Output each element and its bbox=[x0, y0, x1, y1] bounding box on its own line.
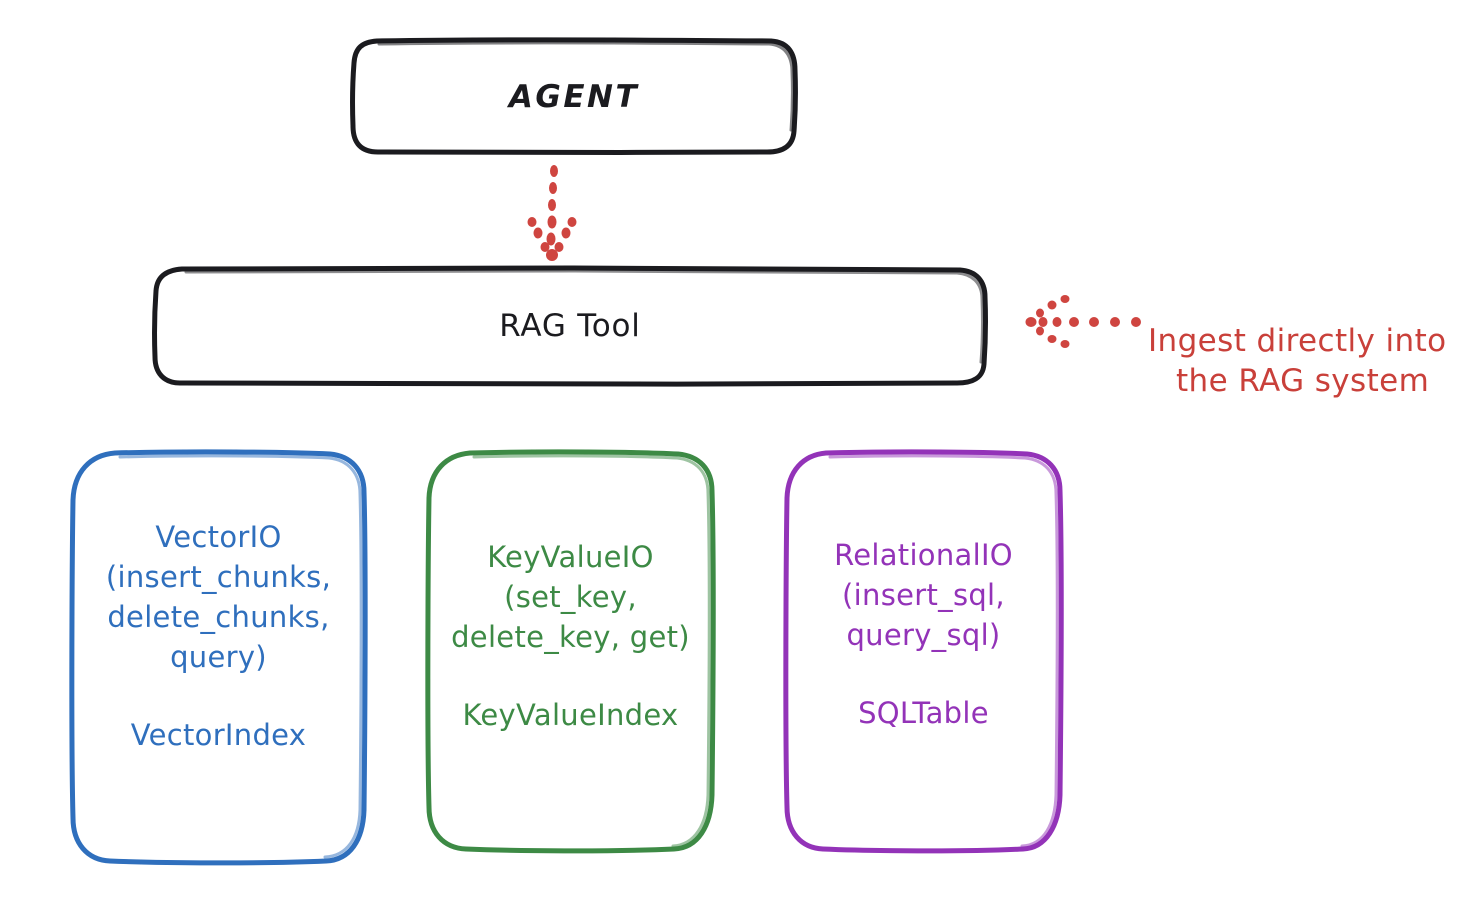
ingest-annotation-line-2: the RAG system bbox=[1176, 363, 1430, 399]
key-value-index-label: KeyValueIndex bbox=[462, 697, 679, 732]
vector-io-api-label: VectorIO (insert_chunks, delete_chunks, … bbox=[105, 519, 332, 674]
vector-io-node[interactable]: VectorIO (insert_chunks, delete_chunks, … bbox=[72, 452, 365, 863]
agent-to-rag-tool-arrow bbox=[527, 165, 577, 261]
vector-index-label: VectorIndex bbox=[130, 717, 307, 752]
key-value-io-node[interactable]: KeyValueIO (set_key, delete_key, get) Ke… bbox=[428, 452, 713, 851]
key-value-io-node-body: KeyValueIO (set_key, delete_key, get) Ke… bbox=[428, 537, 713, 735]
agent-node-label: AGENT bbox=[508, 78, 640, 115]
relational-io-api-label: RelationalIO (insert_sql, query_sql) bbox=[834, 537, 1013, 652]
ingest-annotation: Ingest directly into the RAG system bbox=[1148, 281, 1478, 441]
ingest-dotted-arrow bbox=[1025, 295, 1141, 348]
relational-io-node-body: RelationalIO (insert_sql, query_sql) SQL… bbox=[786, 535, 1061, 733]
vector-io-node-body: VectorIO (insert_chunks, delete_chunks, … bbox=[72, 517, 365, 755]
ingest-annotation-line-1: Ingest directly into bbox=[1148, 323, 1447, 359]
rag-tool-node[interactable]: RAG Tool bbox=[155, 268, 985, 383]
relational-io-node[interactable]: RelationalIO (insert_sql, query_sql) SQL… bbox=[786, 452, 1061, 851]
agent-node[interactable]: AGENT bbox=[353, 40, 795, 153]
rag-tool-node-label: RAG Tool bbox=[499, 307, 641, 344]
key-value-io-api-label: KeyValueIO (set_key, delete_key, get) bbox=[451, 539, 690, 654]
sql-table-label: SQLTable bbox=[858, 695, 989, 730]
